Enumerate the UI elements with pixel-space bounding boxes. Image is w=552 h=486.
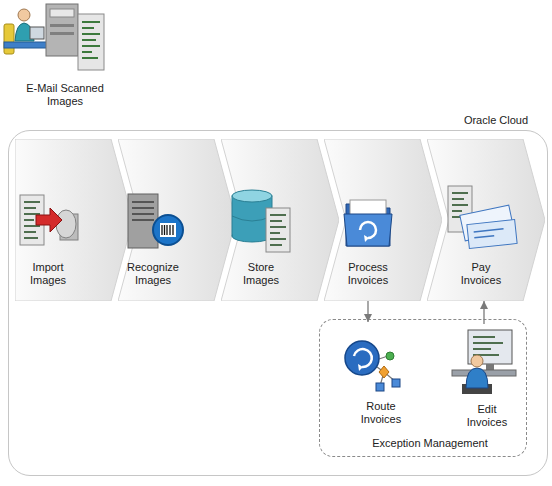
process-icon — [344, 200, 392, 246]
node-label: Route Invoices — [351, 400, 411, 426]
chevron-outline — [221, 139, 339, 301]
node-label: Edit Invoices — [457, 403, 517, 429]
folder-paper — [350, 200, 386, 230]
chair-part — [4, 24, 14, 54]
person-body — [15, 23, 34, 41]
chevron-shape — [15, 139, 133, 301]
process-chevron: Process Invoices — [324, 139, 442, 301]
barcode-label — [160, 223, 176, 237]
monitor-part — [30, 27, 44, 39]
node-label: Pay Invoices — [451, 261, 511, 287]
flow-node — [386, 352, 394, 360]
node-label: E-Mail Scanned Images — [17, 82, 113, 108]
database-body — [232, 196, 272, 236]
route-arrowhead — [358, 364, 363, 371]
cycle-arrowhead — [364, 235, 369, 242]
person-head — [471, 355, 483, 367]
flow-arrow — [483, 301, 484, 324]
process-chevron: Store Images — [221, 139, 339, 301]
scanner-body — [46, 4, 78, 56]
node-label: Recognize Images — [123, 261, 183, 287]
document-lines — [24, 202, 40, 238]
barcode-bars — [162, 225, 173, 235]
group-heading: Exception Management — [350, 437, 510, 450]
cycle-arrow — [360, 222, 376, 238]
person-body — [466, 368, 488, 388]
edge-group — [368, 301, 484, 324]
database-ring — [232, 216, 272, 221]
email-scan-icon — [4, 4, 104, 70]
flow-node — [392, 379, 400, 387]
document-shape — [448, 186, 472, 232]
desk-part — [4, 42, 48, 48]
scan-disc — [153, 215, 183, 245]
route-disc — [345, 341, 379, 375]
monitor-frame — [468, 330, 512, 364]
check-shape — [460, 205, 514, 241]
monitor-stand — [486, 364, 494, 370]
document-shape — [266, 208, 290, 252]
import-arrow — [36, 208, 62, 232]
drive-shape — [60, 214, 78, 240]
route-arrow — [354, 349, 372, 367]
group-heading: Oracle Cloud — [446, 114, 546, 127]
process-chevron: Pay Invoices — [427, 139, 545, 301]
cloud-frame: Oracle CloudImport ImagesRecognize Image… — [8, 130, 548, 476]
database-bottom — [232, 230, 272, 242]
pay-icon — [448, 186, 517, 248]
server-slots — [132, 202, 154, 220]
store-icon — [232, 190, 290, 252]
node-label: Store Images — [231, 261, 291, 287]
folder-front — [344, 214, 392, 246]
chevron-shape — [427, 139, 545, 301]
scanned-page — [78, 14, 104, 70]
check-lines — [474, 229, 504, 238]
chevron-shape — [324, 139, 442, 301]
recognize-icon — [128, 194, 183, 248]
check-shape — [467, 220, 517, 249]
database-top — [232, 190, 272, 202]
task-node: Edit Invoices — [448, 324, 528, 428]
task-node: Route Invoices — [342, 322, 422, 424]
edit-icon — [452, 330, 516, 394]
screen-lines — [473, 337, 503, 355]
page-lines — [82, 22, 100, 58]
scanner-tray — [50, 9, 74, 17]
process-chevron: Recognize Images — [118, 139, 236, 301]
import-icon — [20, 195, 78, 245]
scanner-slot — [50, 24, 74, 27]
exception-group: Exception Management Route Invoices Edit I… — [319, 319, 527, 457]
route-icon — [345, 341, 400, 391]
source-node: E-Mail Scanned Images — [10, 0, 115, 112]
document-shape — [20, 195, 44, 245]
flow-node — [376, 383, 384, 391]
server-tower — [128, 194, 158, 248]
scanner-slot — [50, 32, 74, 35]
flow-arrow — [367, 301, 368, 322]
flow-lines — [370, 356, 396, 386]
chevron-shape — [221, 139, 339, 301]
person-head — [18, 9, 30, 21]
node-label: Import Images — [18, 261, 78, 287]
document-lines — [270, 215, 286, 245]
node-label: Process Invoices — [338, 261, 398, 287]
database-fill — [233, 220, 271, 236]
chevron-shape — [118, 139, 236, 301]
chair-part — [462, 384, 492, 394]
desk-part — [452, 370, 516, 376]
process-chevron: Import Images — [15, 139, 133, 301]
disc-shape — [56, 210, 76, 238]
flow-node — [379, 366, 389, 378]
folder-back — [346, 204, 390, 246]
document-lines — [452, 193, 468, 217]
